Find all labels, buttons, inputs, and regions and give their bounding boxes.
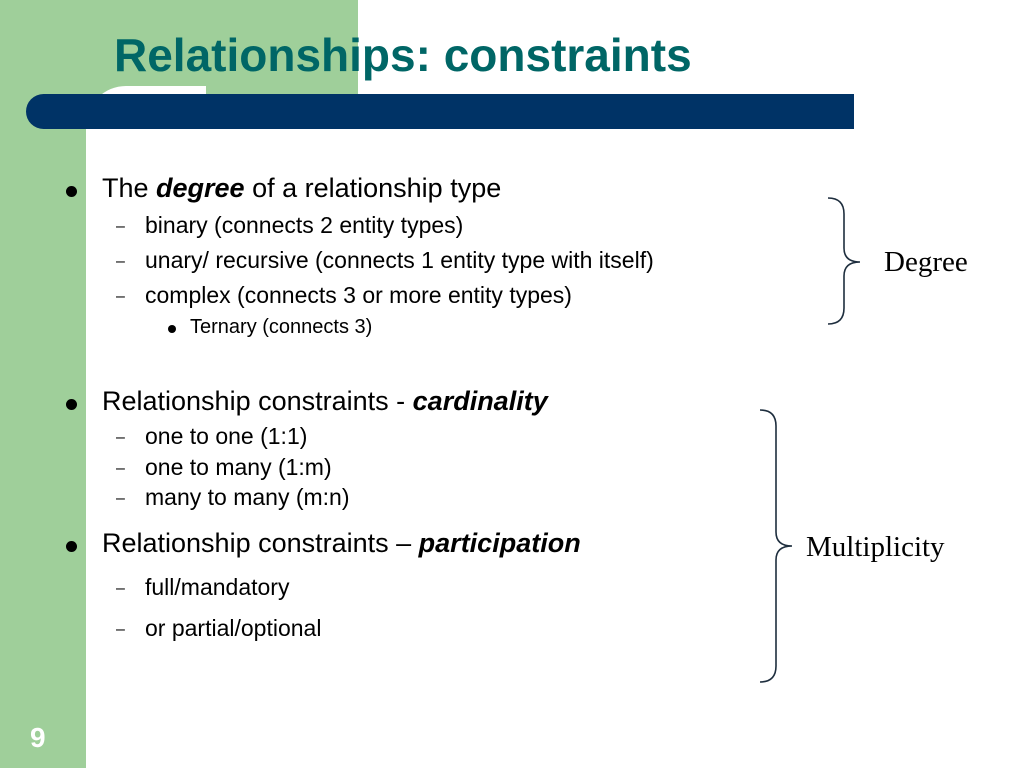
sub-bullet-dash: – [116,621,125,638]
bullet-dot [66,186,77,197]
bullet-participation-pre: Relationship constraints – [102,528,419,558]
top-accent-block [0,0,358,98]
bullet-degree: The degree of a relationship type [102,173,501,204]
multiplicity-label: Multiplicity [806,531,945,563]
sub-bullet-dash: – [116,218,125,235]
bullet-dot [66,541,77,552]
sub-bullet-complex: complex (connects 3 or more entity types… [145,282,572,308]
sub-bullet-partial: or partial/optional [145,615,322,641]
multiplicity-brace [759,409,793,683]
slide-title: Relationships: constraints [114,29,692,81]
degree-label: Degree [884,246,968,278]
bullet-cardinality: Relationship constraints - cardinality [102,386,548,417]
sub-bullet-full: full/mandatory [145,574,290,600]
bullet-dot [66,399,77,410]
bullet-degree-pre: The [102,173,157,203]
sub-sub-bullet-ternary: Ternary (connects 3) [190,316,373,338]
sub-bullet-many-to-many: many to many (m:n) [145,484,350,510]
sub-sub-bullet-dot [168,325,176,333]
title-underline-bar [26,94,854,129]
sub-bullet-dash: – [116,288,125,305]
bullet-cardinality-pre: Relationship constraints - [102,386,413,416]
bullet-cardinality-emph: cardinality [412,386,548,416]
sub-bullet-binary: binary (connects 2 entity types) [145,212,464,238]
bullet-participation: Relationship constraints – participation [102,528,581,559]
bullet-participation-emph: participation [418,528,581,558]
sub-bullet-dash: – [116,253,125,270]
sub-bullet-one-to-many: one to many (1:m) [145,454,332,480]
bullet-degree-emph: degree [156,173,245,203]
bullet-degree-post: of a relationship type [244,173,502,203]
sub-bullet-dash: – [116,490,125,507]
sub-bullet-dash: – [116,429,125,446]
sub-bullet-dash: – [116,460,125,477]
degree-brace [827,197,861,325]
sub-bullet-dash: – [116,580,125,597]
sub-bullet-unary: unary/ recursive (connects 1 entity type… [145,247,654,273]
sub-bullet-one-to-one: one to one (1:1) [145,423,308,449]
slide-number: 9 [30,722,46,753]
